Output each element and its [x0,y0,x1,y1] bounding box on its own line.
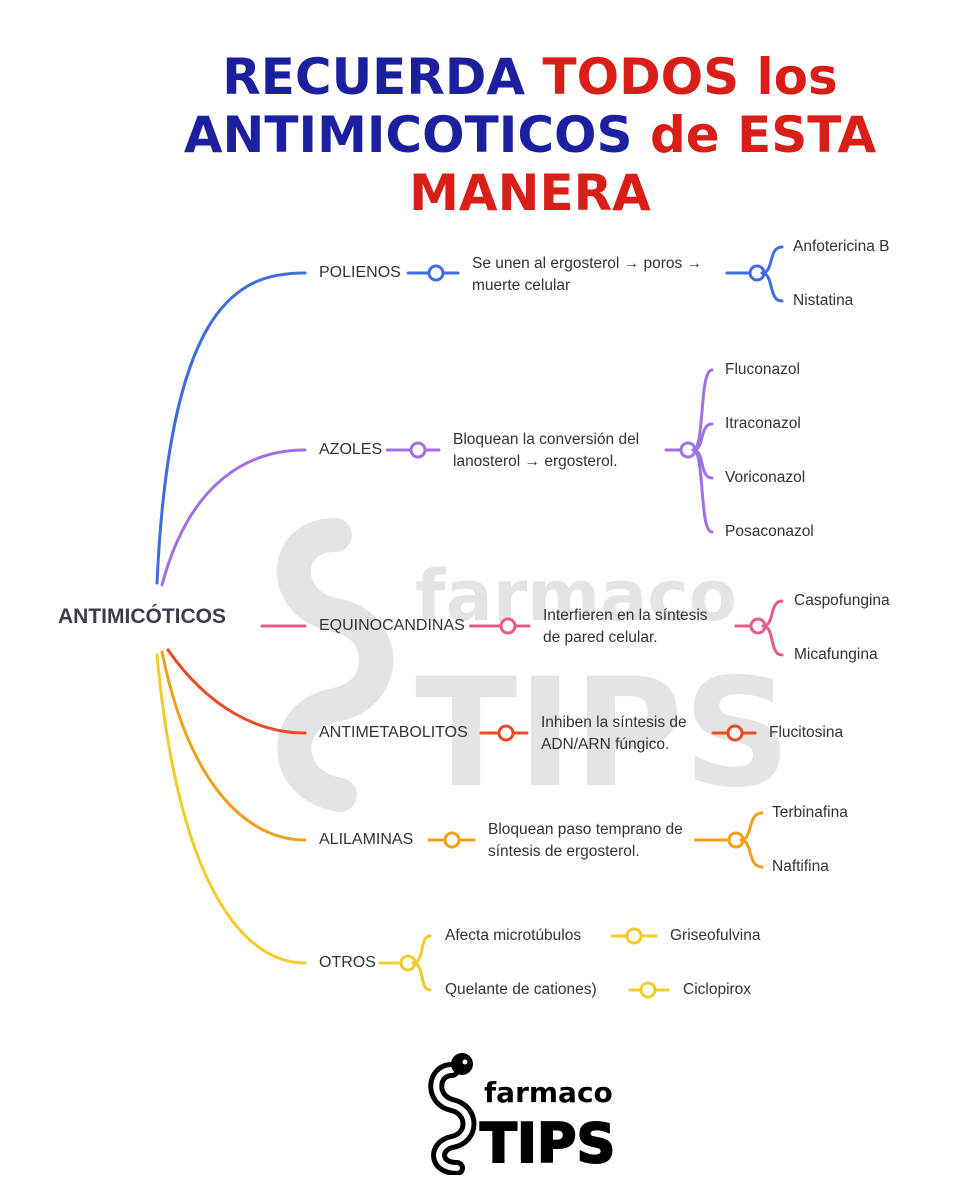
leaf-flucitosina: Flucitosina [769,724,844,741]
leaf-connector-polienos-1 [760,271,784,303]
node-equinocandinas [499,617,517,635]
title-word-de-esta: de ESTA [649,106,877,164]
leaf-fluconazol: Fluconazol [725,361,800,378]
leaf-terbinafina: Terbinafina [772,804,848,821]
svg-text:farmaco: farmaco [415,555,737,637]
branch-connector-alilaminas [160,650,307,842]
branch-connector-polienos [155,271,307,585]
desc-line-text: lanosterol → ergosterol. [453,453,618,470]
leaf-connector-polienos-0 [760,245,784,275]
leaf-connector-alilaminas-0 [739,811,764,842]
leaf-caspofungina: Caspofungina [794,592,890,609]
desc-line-text: muerte celular [472,277,571,294]
leaf-micafungina: Micafungina [794,646,878,663]
desc-line-text: síntesis de ergosterol. [488,843,640,860]
sub-connector-otros-1 [411,961,432,992]
desc-equinocandinas: Interfieren en la síntesis de pared celul… [543,605,708,649]
branch-label-alilaminas: ALILAMINAS [319,831,414,848]
node-polienos [427,264,445,282]
node-antimetabolitos [497,724,515,742]
branch-label-polienos: POLIENOS [319,264,401,281]
desc-line-text: Bloquean la conversión del [453,431,640,448]
desc-azoles: Bloquean la conversión del lanosterol → e… [453,429,639,473]
leaf-posaconazol: Posaconazol [725,523,814,540]
farmacotips-logo: farmaco TIPS [428,1053,616,1175]
title-word-antimicoticos: ANTIMICOTICOS [183,106,633,164]
root-node-antimicoticos: ANTIMICÓTICOS [58,605,226,628]
leaf-naftifina: Naftifina [772,858,829,875]
branch-label-azoles: AZOLES [319,441,383,458]
branch-connector-otros [155,653,307,965]
otros-node-1 [639,981,657,999]
node-azoles [409,441,427,459]
desc-antimetabolitos: Inhiben la síntesis de ADN/ARN fúngico. [541,712,687,756]
otros-desc-1: Quelante de cationes) [445,981,597,998]
logo-text-farmaco: farmaco [484,1076,613,1109]
desc-line-text: Se unen al ergosterol → poros → [472,255,703,272]
logo-text-tips: TIPS [480,1112,615,1175]
branch-label-equinocandinas: EQUINOCANDINAS [319,617,465,634]
title-line-3: MANERA [0,164,960,222]
branch-label-otros: OTROS [319,954,376,971]
title-line-1: RECUERDA TODOS los [0,48,960,106]
desc-line-text: de pared celular. [543,629,658,646]
title-word-manera: MANERA [409,164,651,222]
branch-connector-azoles [160,448,307,587]
junction-antimetabolitos [726,724,744,742]
node-alilaminas [443,831,461,849]
title-word-todos-los: TODOS los [542,48,838,106]
desc-line-text: Bloquean paso temprano de [488,821,683,838]
desc-line-text: ADN/ARN fúngico. [541,736,670,753]
page-title: RECUERDA TODOS los ANTIMICOTICOS de ESTA… [0,48,960,222]
otros-node-0 [625,927,643,945]
leaf-connector-azoles-0 [691,368,714,452]
sub-connector-otros-0 [411,934,432,965]
branch-connector-antimetabolitos [166,648,307,735]
leaf-griseofulvina: Griseofulvina [670,927,761,944]
otros-desc-0: Afecta microtúbulos [445,927,582,944]
leaf-ciclopirox: Ciclopirox [683,981,752,998]
title-line-2: ANTIMICOTICOS de ESTA [0,106,960,164]
title-word-recuerda: RECUERDA [222,48,526,106]
desc-line-text: Inhiben la síntesis de [541,714,687,731]
desc-alilaminas: Bloquean paso temprano de síntesis de erg… [488,819,683,863]
leaf-itraconazol: Itraconazol [725,415,801,432]
leaf-connector-alilaminas-1 [739,838,764,869]
branch-label-antimetabolitos: ANTIMETABOLITOS [319,724,468,741]
leaf-connector-equinocandinas-0 [761,599,784,628]
leaf-nistatina: Nistatina [793,292,854,309]
desc-line-text: Interfieren en la síntesis [543,607,708,624]
leaf-voriconazol: Voriconazol [725,469,806,486]
snake-icon [428,1053,477,1175]
leaf-anfotericina-b: Anfotericina B [793,238,890,255]
leaf-connector-equinocandinas-1 [761,624,784,657]
leaf-connector-azoles-3 [691,448,714,534]
desc-polienos: Se unen al ergosterol → poros → muerte ce… [472,253,702,297]
